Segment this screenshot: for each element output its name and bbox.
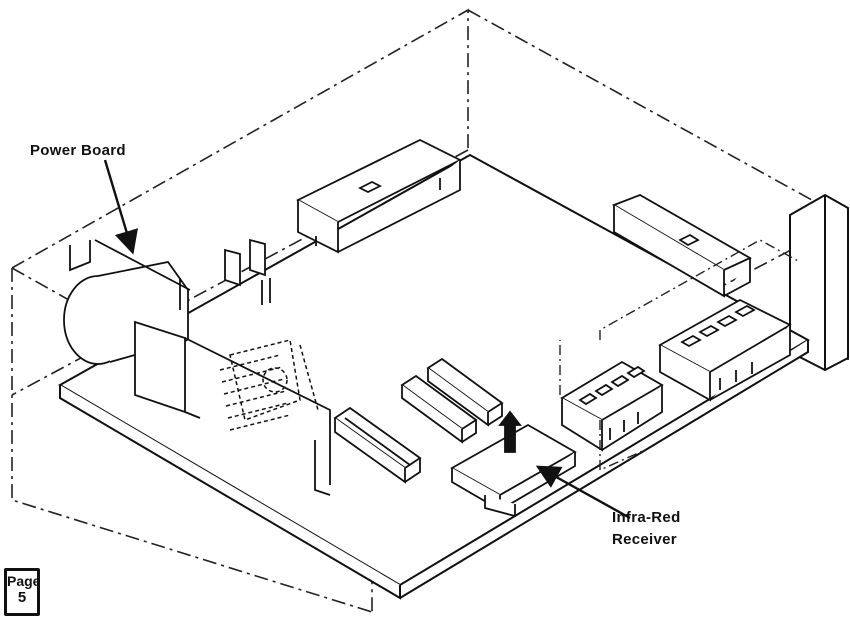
internal-cables [559, 239, 801, 472]
page-word: Page [7, 573, 41, 589]
slot-connector-left [333, 406, 422, 484]
power-board-arrow [103, 159, 138, 255]
slot-connector-middle [400, 357, 504, 444]
switch-block-lower [560, 360, 664, 452]
infra-red-label-line1: Infra-Red [612, 509, 681, 526]
page-number-tag: Page 5 [4, 568, 40, 616]
infra-red-arrow [535, 465, 631, 520]
power-board-components [219, 339, 319, 431]
top-right-connector [611, 194, 752, 298]
page-number: 5 [17, 589, 27, 606]
top-left-connector [296, 138, 462, 254]
power-board-label: Power Board [30, 142, 126, 159]
power-board [63, 238, 331, 496]
infra-red-label-line2: Receiver [612, 531, 677, 548]
switch-block-upper [658, 298, 792, 402]
right-wall [789, 193, 849, 372]
